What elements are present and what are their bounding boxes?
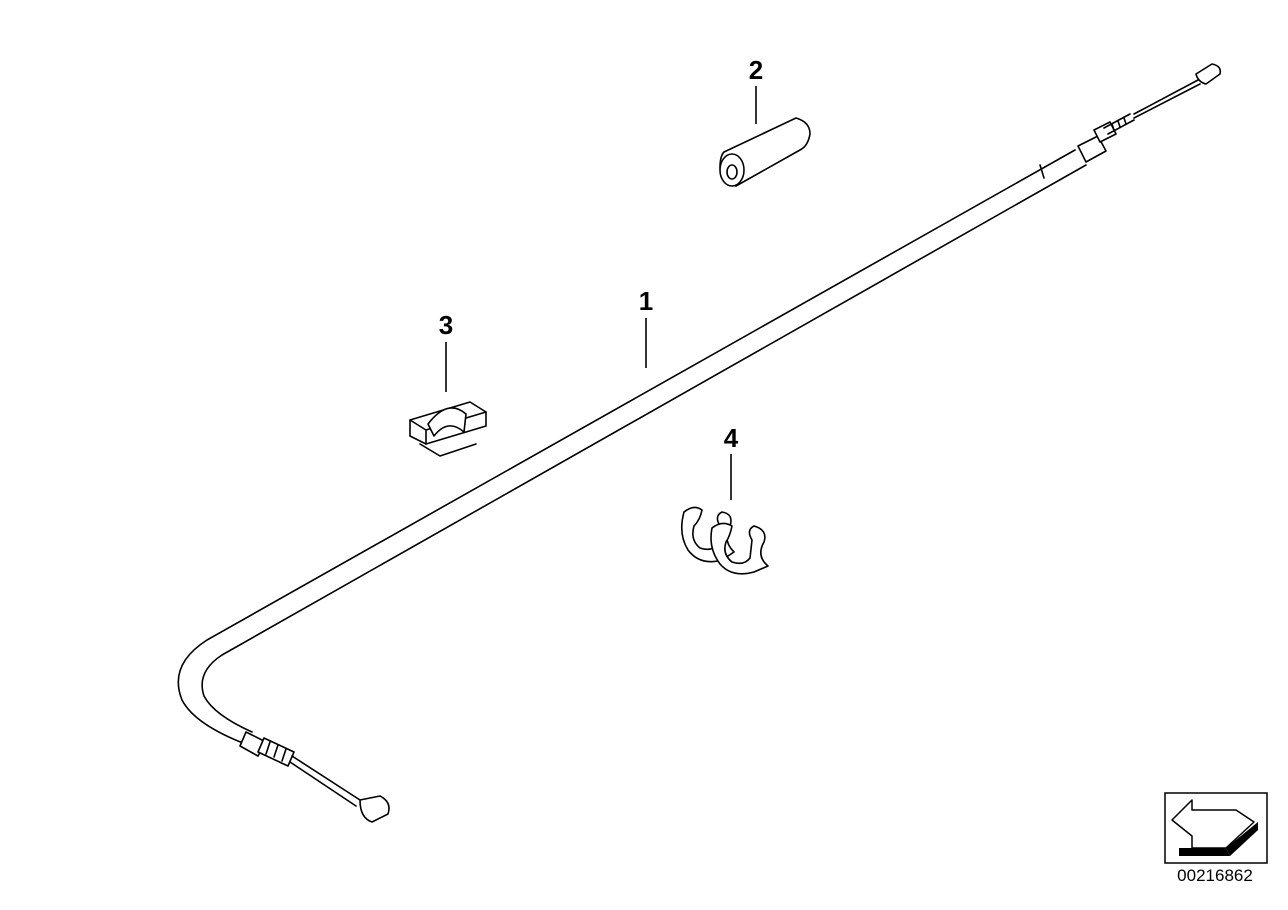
callout-4[interactable]: 4	[724, 423, 739, 453]
callout-2[interactable]: 2	[749, 55, 763, 85]
callout-3[interactable]: 3	[439, 310, 453, 340]
cable-clip-part[interactable]	[409, 401, 487, 457]
diagram-id: 00216862	[1177, 866, 1253, 885]
cable-part[interactable]	[177, 63, 1222, 823]
nav-arrow-box[interactable]	[1164, 792, 1268, 864]
arrow-down-left-icon	[1171, 799, 1258, 856]
callout-1[interactable]: 1	[639, 286, 653, 316]
double-cable-clip-part[interactable]	[680, 506, 769, 575]
rubber-sleeve-part[interactable]	[719, 117, 811, 187]
callout-leaders	[445, 86, 757, 500]
